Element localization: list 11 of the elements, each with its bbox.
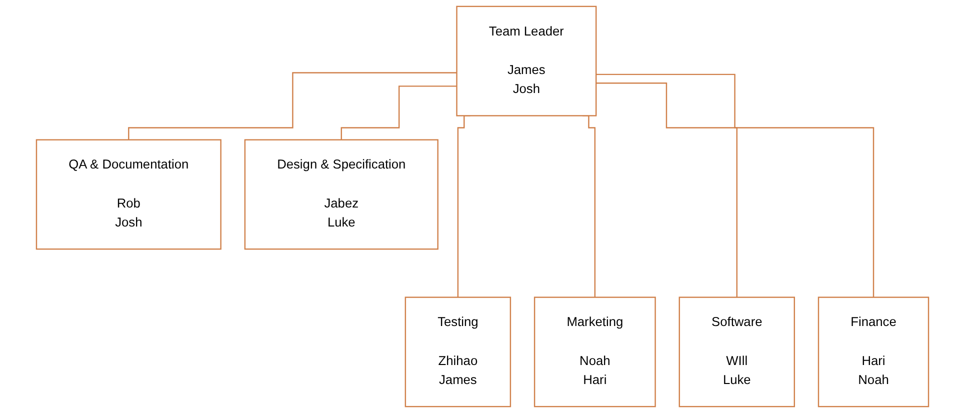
node-box: Marketing Noah Hari: [534, 296, 656, 408]
node-box: Finance Hari Noah: [818, 296, 930, 408]
node-box: Design & Specification Jabez Luke: [244, 139, 438, 250]
connector: [596, 82, 738, 298]
connector: [596, 74, 874, 298]
node-box: Team Leader James Josh: [456, 6, 597, 116]
node-box: Testing Zhihao James: [404, 296, 512, 408]
node-box: QA & Documentation Rob Josh: [36, 139, 222, 250]
connector: [128, 72, 457, 140]
connector: [340, 86, 457, 140]
node-box: Software WIll Luke: [678, 296, 795, 408]
